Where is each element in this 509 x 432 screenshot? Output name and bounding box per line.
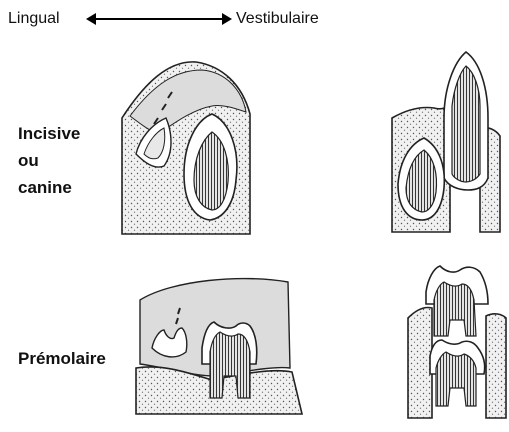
lingual-label: Lingual	[8, 10, 60, 28]
orientation-header: Lingual Vestibulaire	[8, 7, 348, 33]
double-arrow-icon	[86, 11, 232, 27]
row-label-line: Incisive	[18, 120, 80, 147]
vestibulaire-label: Vestibulaire	[236, 10, 319, 28]
row-label-line: canine	[18, 174, 80, 201]
row-label-premolaire: Prémolaire	[18, 345, 106, 372]
row-label-line: ou	[18, 147, 80, 174]
row-label-incisive-canine: Incisive ou canine	[18, 120, 80, 201]
premolar-early-figure	[132, 268, 312, 418]
row-label-line: Prémolaire	[18, 345, 106, 372]
premolar-late-figure	[404, 260, 508, 420]
incisor-late-figure	[388, 48, 504, 236]
incisor-early-figure	[118, 58, 254, 240]
